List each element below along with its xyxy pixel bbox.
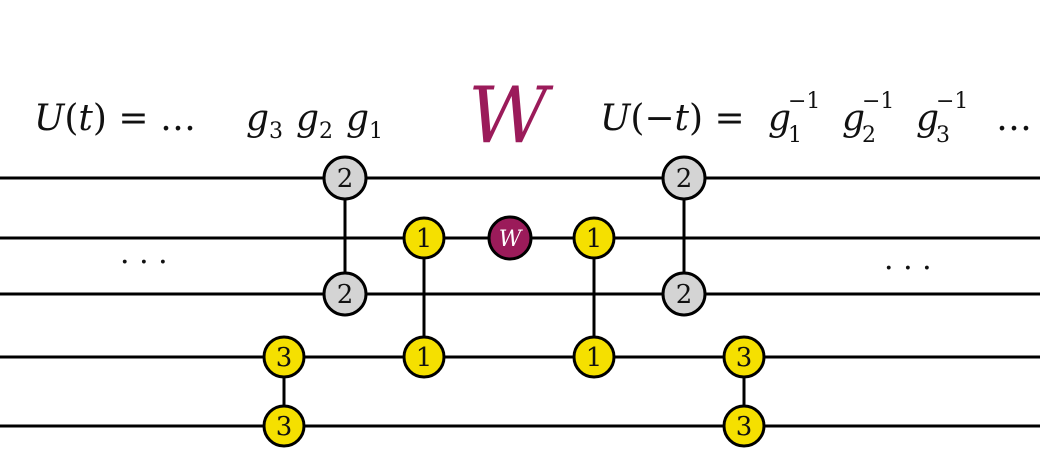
svg-text:3: 3: [936, 123, 950, 148]
gate-g3-right-top: 3: [722, 335, 766, 379]
svg-text:g: g: [768, 98, 791, 139]
svg-text:3: 3: [736, 343, 753, 373]
svg-text:1: 1: [416, 343, 433, 373]
gate-g1-right-top: 1: [572, 216, 616, 260]
left-eq-term-g1: g1: [346, 98, 383, 144]
gate-g3-left-bottom: 3: [262, 404, 306, 448]
gate-g3-right-bottom: 3: [722, 404, 766, 448]
right-eq-term-g1inv: g −1 1: [768, 89, 820, 148]
svg-text:3: 3: [276, 343, 293, 373]
gate-w: W: [487, 215, 533, 261]
svg-text:g: g: [916, 98, 939, 139]
right-eq-term-g2inv: g −1 2: [842, 89, 894, 148]
wires: [0, 176, 1040, 428]
left-eq-rparen: ) =: [93, 98, 160, 139]
svg-text:1: 1: [416, 224, 433, 254]
svg-text:2: 2: [337, 164, 354, 194]
right-eq-arg: −t: [644, 98, 689, 139]
gate-g2-right-bottom: 2: [661, 271, 707, 317]
right-eq-term-g3inv: g −1 3: [916, 89, 968, 148]
svg-text:2: 2: [676, 280, 693, 310]
ellipsis-left: · · ·: [120, 245, 168, 280]
svg-text:1: 1: [788, 123, 802, 148]
gate-g1-left-bottom: 1: [402, 335, 446, 379]
svg-text:2: 2: [676, 164, 693, 194]
gate-g2-left-bottom: 2: [322, 271, 368, 317]
left-eq-lparen: (: [64, 98, 78, 139]
left-eq-arg: t: [78, 98, 93, 139]
left-eq-term-g2: g2: [296, 98, 333, 144]
svg-text:3: 3: [736, 412, 753, 442]
svg-text:1: 1: [586, 224, 603, 254]
right-eq-rparen: ) =: [689, 98, 745, 139]
left-eq-dots: …: [160, 98, 196, 139]
left-eq-lhs: U: [34, 98, 66, 139]
left-eq-term-g3: g3: [246, 98, 283, 144]
svg-text:3: 3: [276, 412, 293, 442]
gate-g2-right-top: 2: [661, 155, 707, 201]
left-equation: U(t) = …: [34, 98, 196, 139]
svg-text:−1: −1: [862, 89, 894, 114]
gate-g3-left-top: 3: [262, 335, 306, 379]
gate-g1-left-top: 1: [402, 216, 446, 260]
right-equation: U(−t) =: [600, 98, 745, 139]
svg-text:2: 2: [337, 280, 354, 310]
center-w-symbol: W: [468, 71, 554, 161]
svg-text:−1: −1: [788, 89, 820, 114]
ellipsis-right: · · ·: [884, 251, 932, 286]
gate-g2-left-top: 2: [322, 155, 368, 201]
svg-text:−1: −1: [936, 89, 968, 114]
right-eq-dots: …: [996, 98, 1032, 139]
svg-text:2: 2: [862, 123, 876, 148]
right-eq-lhs: U: [600, 98, 632, 139]
svg-text:1: 1: [586, 343, 603, 373]
svg-text:W: W: [499, 227, 524, 252]
svg-text:g: g: [842, 98, 865, 139]
right-eq-lparen: (: [630, 98, 644, 139]
gate-g1-right-bottom: 1: [572, 335, 616, 379]
